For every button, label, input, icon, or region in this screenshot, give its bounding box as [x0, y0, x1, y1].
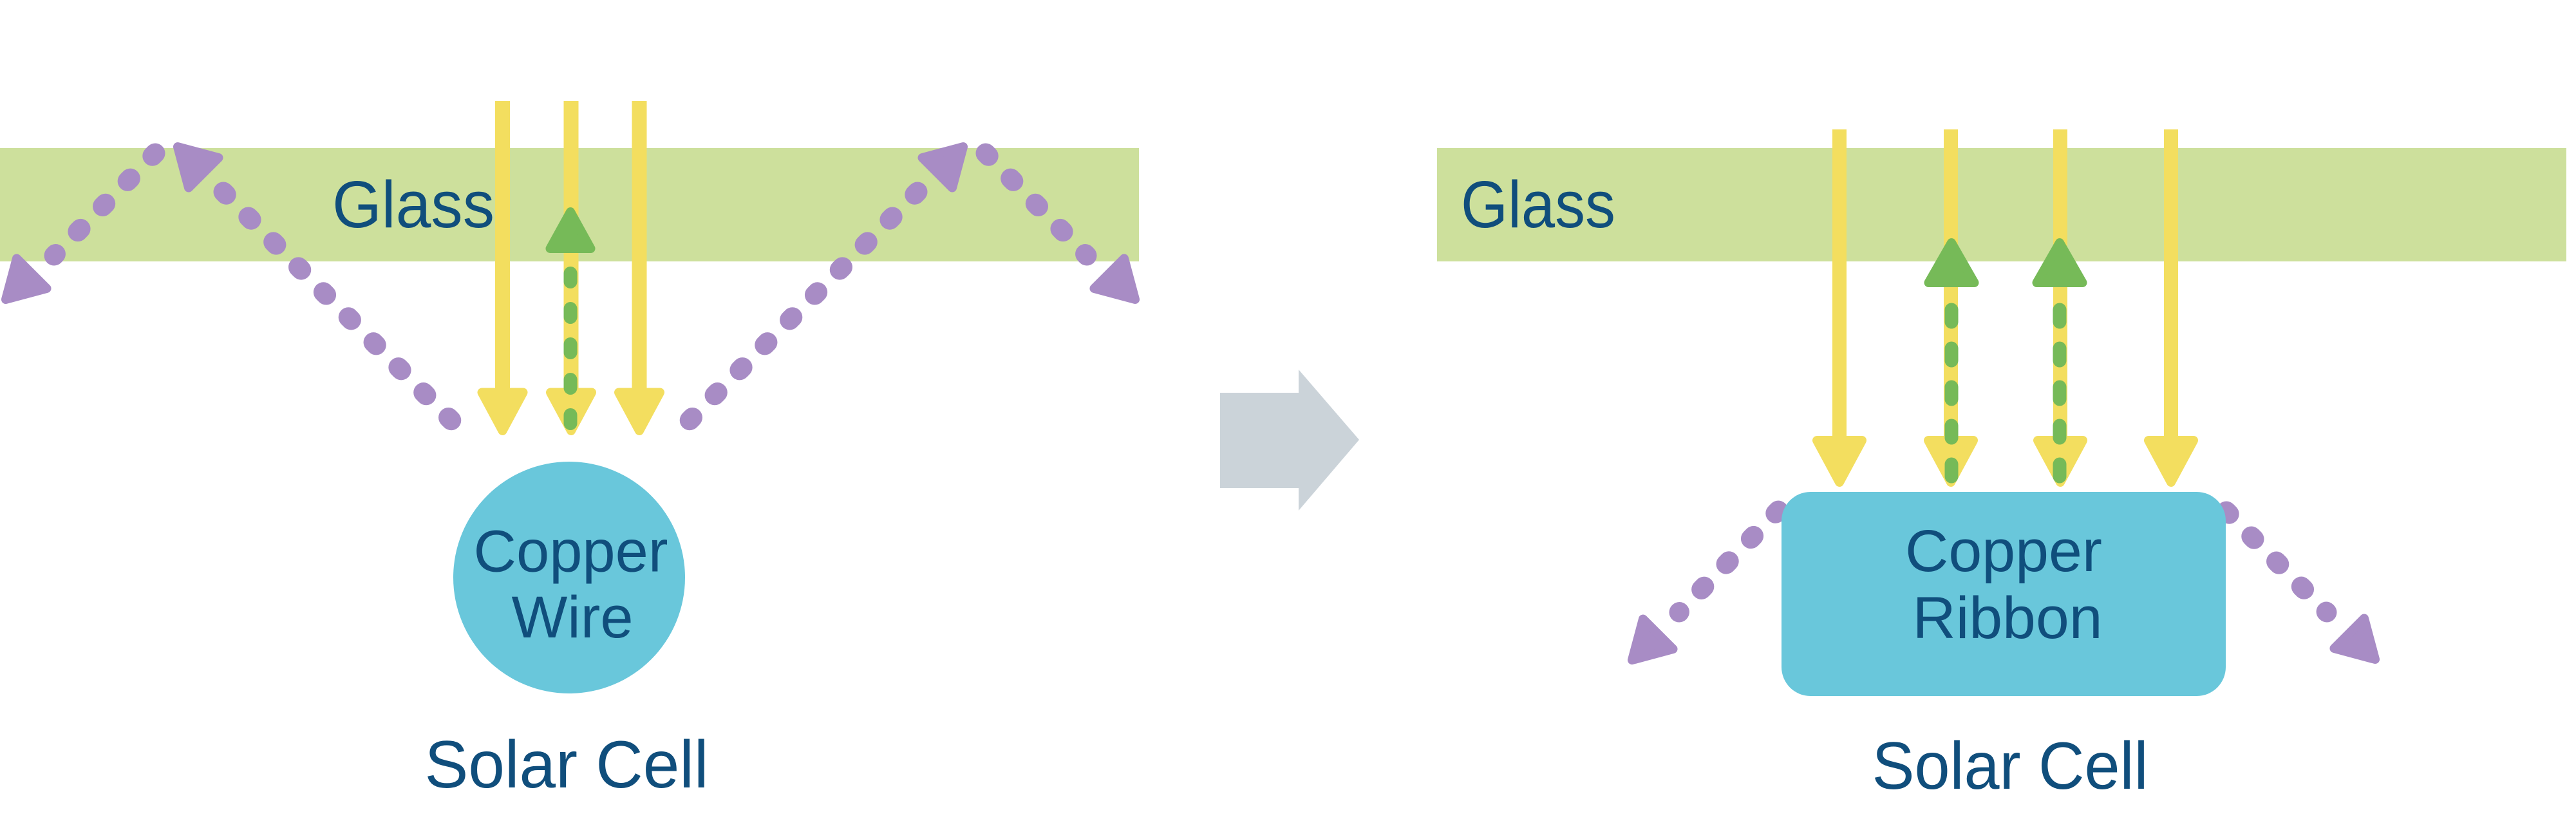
svg-text:Copper: Copper: [474, 518, 668, 585]
svg-text:Glass: Glass: [332, 167, 494, 241]
svg-text:Solar Cell: Solar Cell: [1872, 729, 2148, 804]
svg-text:Copper: Copper: [1905, 517, 2102, 584]
svg-text:Wire: Wire: [512, 583, 634, 650]
svg-text:Glass: Glass: [1461, 167, 1615, 241]
svg-text:Solar Cell: Solar Cell: [425, 728, 709, 802]
svg-text:Ribbon: Ribbon: [1913, 584, 2103, 651]
